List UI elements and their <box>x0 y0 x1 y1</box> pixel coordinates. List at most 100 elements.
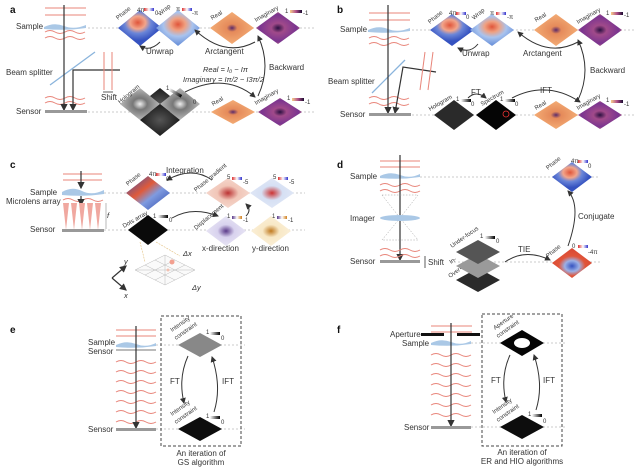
cbar-min-displacement-x-c: -1 <box>243 218 249 224</box>
label-aperture-f: Aperture <box>390 330 421 339</box>
spectrum-map-b <box>476 100 516 130</box>
cbar-min-hologram-a: 0 <box>193 100 197 106</box>
sensor-c <box>62 229 104 232</box>
cbar-max-wrap-b: π <box>490 11 494 17</box>
colorbar-phase-b <box>456 12 466 15</box>
cbar-max-bottom-f: 1 <box>528 412 532 418</box>
panel-d: d Sample Imager Sensor Shift Under-focus… <box>337 155 615 292</box>
hologram-stack-a <box>120 88 200 136</box>
caption-line2-f: ER and HIO algorithms <box>481 457 563 466</box>
label-sample-b: Sample <box>340 25 368 34</box>
panel-letter-d: d <box>337 160 343 171</box>
colorbar-phase-bottom-d <box>578 245 588 248</box>
cbar-max-wrap-a: π <box>176 7 180 13</box>
phase-map-bottom-d <box>552 248 592 278</box>
label-sample-a: Sample <box>16 22 44 31</box>
sensor-e <box>116 428 156 431</box>
imag-map-top-a <box>256 12 300 44</box>
arrow-label-tie-d: TIE <box>518 245 530 254</box>
caption-line2-e: GS algorithm <box>178 458 225 467</box>
cbar-min-displacement-y-c: -1 <box>288 218 294 224</box>
panel-letter-e: e <box>10 325 16 336</box>
cbar-max-top-e: 1 <box>206 330 210 336</box>
label-microlens-c: Microlens array <box>6 197 61 206</box>
label-imager-d: Imager <box>350 214 375 223</box>
phase-map-b <box>430 14 474 46</box>
real-map-top-b <box>534 14 578 46</box>
aperture-right-f <box>457 333 480 336</box>
cbar-max-displacement-y-c: 1 <box>272 214 276 220</box>
cbar-max-displacement-x-c: 1 <box>227 214 231 220</box>
axes-icon-c <box>111 265 127 291</box>
arrow-label-ft-b: FT <box>471 88 481 97</box>
label-beam-splitter-a: Beam splitter <box>6 68 53 77</box>
panel-letter-b: b <box>337 5 343 16</box>
label-sensor-f: Sensor <box>404 423 430 432</box>
phase-gradient-x-map-c <box>206 178 250 208</box>
colorbar-imag-bottom-b <box>611 100 623 103</box>
colorbar-dots-c <box>158 215 168 218</box>
cbar-min-bottom-e: 0 <box>221 420 225 426</box>
cbar-min-phase-gradient-y-c: -5 <box>289 180 295 186</box>
panel-e: e Sample Sensor Sensor Intensity constra… <box>10 315 245 467</box>
panel-c: c Sample Microlens array f Sensor Phase … <box>6 160 305 300</box>
sensor-b <box>369 113 411 116</box>
label-sensor-e: Sensor <box>88 425 114 434</box>
aperture-hole-f <box>514 338 530 348</box>
arrow-label-ft-e: FT <box>170 377 180 386</box>
label-sensor-d: Sensor <box>350 257 376 266</box>
cbar-min-phase-bottom-d: -4π <box>588 250 597 256</box>
cbar-max-hologram-b: 1 <box>456 97 460 103</box>
colorbar-phase-gradient-x-c <box>232 177 242 180</box>
wrap-map-a <box>156 10 200 46</box>
sample-c <box>62 188 104 196</box>
arrow-label-unwrap-a: Unwrap <box>146 47 174 56</box>
spectrum-sideband-marker-b <box>502 110 510 118</box>
imag-map-bottom-a <box>258 98 302 126</box>
aperture-left-f <box>421 333 444 336</box>
algorithm-box-e <box>160 315 242 447</box>
wrap-map-b <box>470 14 514 46</box>
label-focal-c: f <box>107 211 110 220</box>
real-map-bottom-a <box>211 100 255 124</box>
cbar-max-phase-gradient-y-c: 5 <box>273 175 277 181</box>
label-real-bottom-a: Real <box>211 96 225 107</box>
cbar-min-wrap-b: -π <box>507 15 513 21</box>
colorbar-phase-a <box>144 8 154 11</box>
label-sample-f: Sample <box>402 339 430 348</box>
colorbar-hologram-a <box>168 88 183 98</box>
dots-grid-inset-c <box>134 254 196 286</box>
label-real-top-b: Real <box>534 12 548 23</box>
cbar-max-imag-bottom-a: 1 <box>287 96 291 102</box>
imag-map-bottom-b <box>578 101 622 129</box>
caption-x-direction-c: x-direction <box>202 244 239 253</box>
cbar-max-stack-d: 1 <box>480 234 484 240</box>
arrow-label-ft-f: FT <box>491 376 501 385</box>
arrow-label-integration-c: Integration <box>166 166 204 175</box>
label-sample-e: Sample <box>88 338 116 347</box>
cbar-max-phase-a: 4π <box>137 8 144 14</box>
label-sensor-top-e: Sensor <box>88 347 114 356</box>
label-real-top-a: Real <box>210 10 224 21</box>
colorbar-displacement-y-c <box>277 216 287 219</box>
cbar-min-wrap-a: -π <box>192 11 198 17</box>
cbar-min-dots-c: 0 <box>169 218 173 224</box>
arrow-label-unwrap-b: Unwrap <box>462 49 490 58</box>
colorbar-stack-d <box>485 236 495 239</box>
label-sensor-b: Sensor <box>340 110 366 119</box>
label-dx-c: Δx <box>182 249 192 258</box>
cbar-min-phase-gradient-x-c: -5 <box>243 180 249 186</box>
cbar-min-phase-a: 0 <box>155 11 159 17</box>
cbar-min-bottom-f: 0 <box>543 419 547 425</box>
beam-splitter-a <box>49 51 96 86</box>
incident-waves-a <box>44 7 86 105</box>
phase-map-top-d <box>552 162 592 192</box>
label-wrap-b: Wrap <box>471 7 486 21</box>
intensity-map-bottom-f <box>500 415 544 439</box>
phase-gradient-y-map-c <box>250 178 294 208</box>
arrow-label-arctangent-a: Arctangent <box>205 47 244 56</box>
arrow-label-ift-b: IFT <box>540 86 552 95</box>
dots-array-map-c <box>128 215 168 245</box>
label-sensor-a: Sensor <box>16 107 42 116</box>
caption-line1-f: An iteration of <box>497 448 547 457</box>
